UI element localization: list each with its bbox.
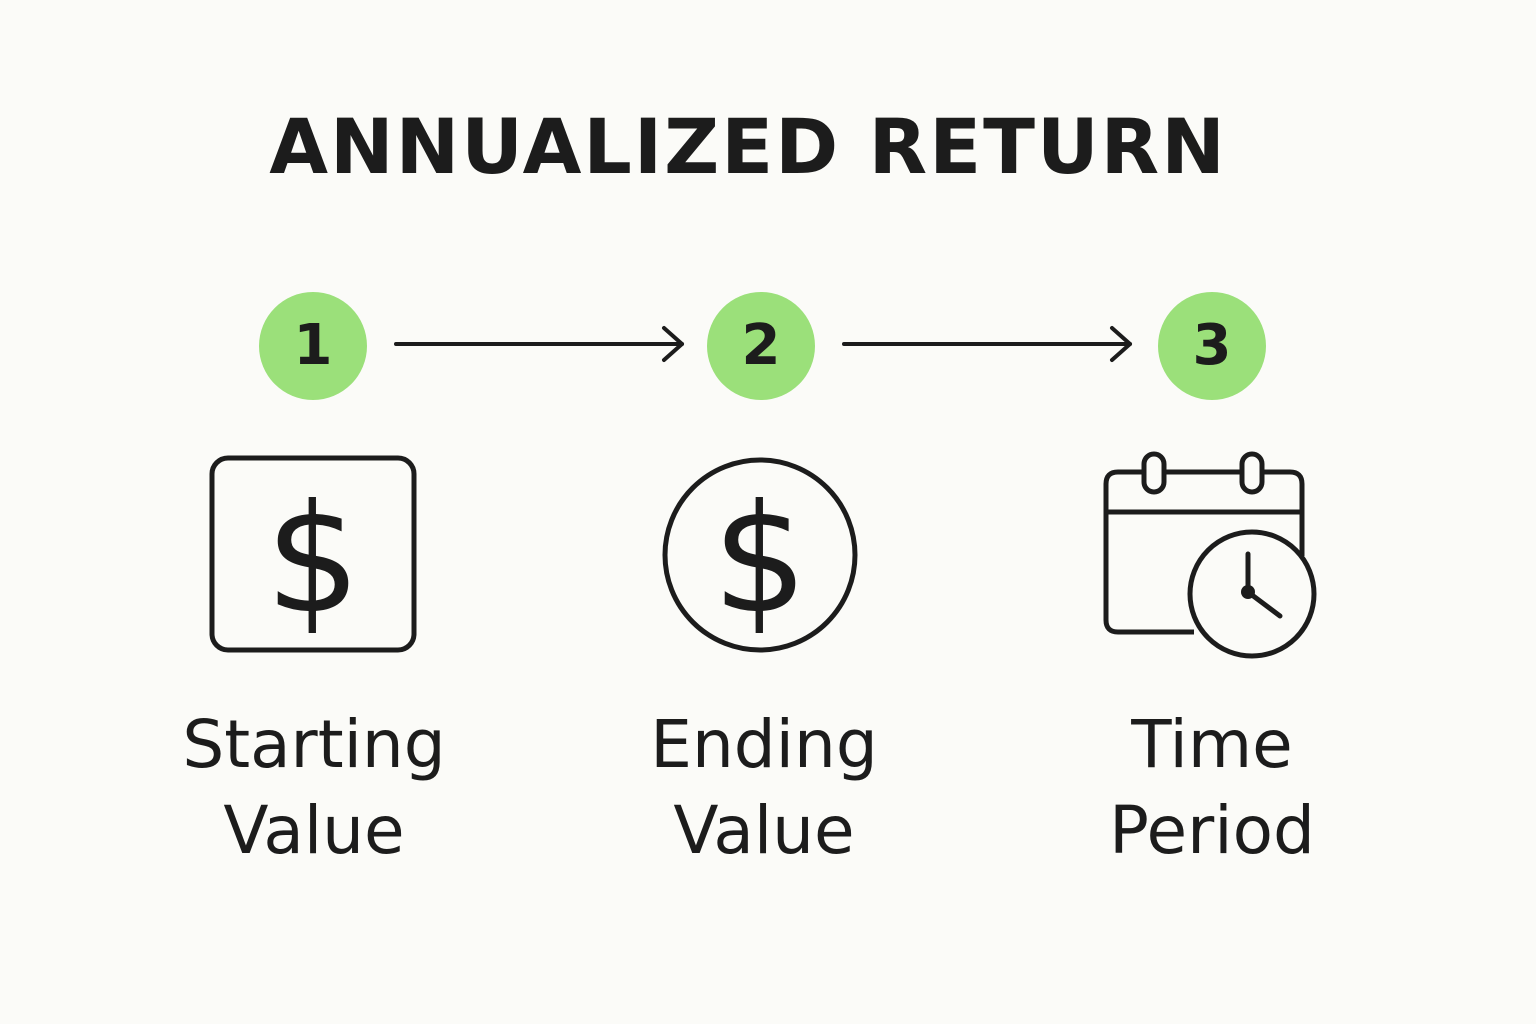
arrow-2-to-3 [842, 326, 1132, 362]
step-1-label: Starting Value [134, 702, 494, 874]
step-2-label: Ending Value [584, 702, 944, 874]
step-3-badge: 3 [1158, 292, 1266, 400]
step-3-label: Time Period [1032, 702, 1392, 874]
step-2-label-line1: Ending [650, 706, 878, 783]
dollar-square-icon: $ [209, 455, 417, 653]
step-2-badge: 2 [707, 292, 815, 400]
step-3-label-line2: Period [1109, 792, 1315, 869]
step-3-label-line1: Time [1131, 706, 1293, 783]
calendar-clock-icon [1103, 451, 1317, 659]
step-1-badge: 1 [259, 292, 367, 400]
dollar-glyph-2: $ [712, 473, 807, 647]
step-2-label-line2: Value [673, 792, 855, 869]
dollar-circle-icon: $ [662, 457, 858, 653]
diagram-title: ANNUALIZED RETURN [269, 102, 1227, 191]
step-1-label-line1: Starting [182, 706, 446, 783]
arrow-1-to-2 [394, 326, 684, 362]
dollar-glyph-1: $ [265, 473, 360, 647]
step-1-label-line2: Value [223, 792, 405, 869]
